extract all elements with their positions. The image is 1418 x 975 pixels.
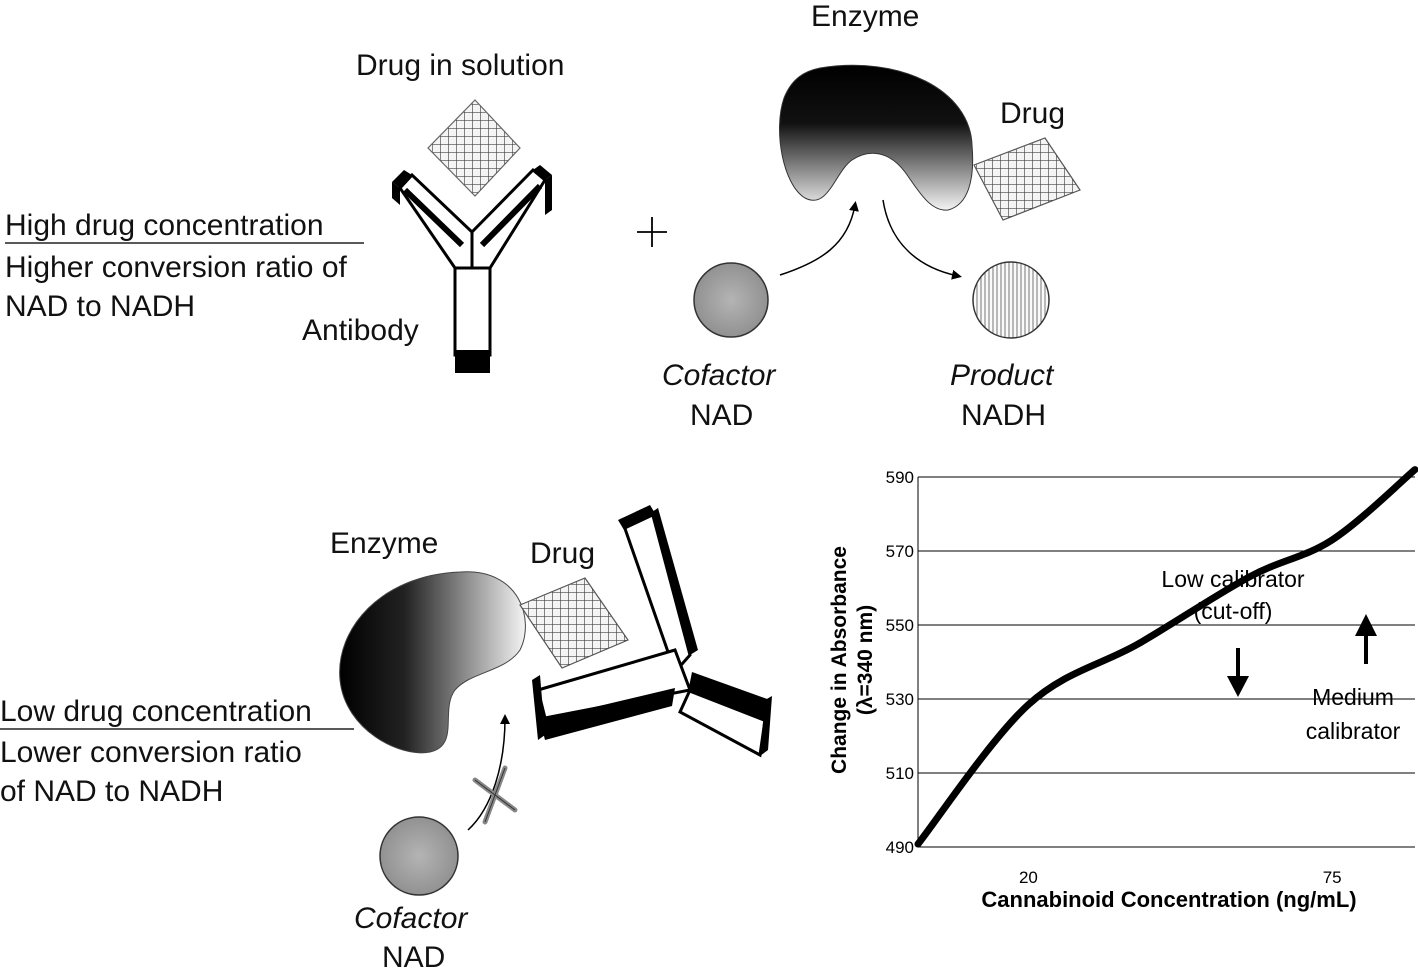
enzyme-label-bottom: Enzyme bbox=[330, 527, 439, 560]
arrow-enzyme-to-product bbox=[882, 199, 962, 280]
y-tick-label: 570 bbox=[886, 542, 914, 561]
drug-in-solution-label: Drug in solution bbox=[356, 49, 565, 82]
arrow-cofactor-to-enzyme bbox=[779, 201, 859, 276]
blocked-cross-icon bbox=[472, 765, 518, 825]
high-drug-line2: NAD to NADH bbox=[5, 290, 196, 323]
nad-label-bottom: NAD bbox=[382, 941, 446, 974]
y-tick-label: 530 bbox=[886, 690, 914, 709]
antibody-label: Antibody bbox=[302, 314, 419, 347]
x-tick-label: 75 bbox=[1323, 868, 1342, 887]
product-nadh-circle bbox=[972, 261, 1050, 339]
antibody-bottom bbox=[532, 505, 772, 758]
medium-calibrator-label: Medium bbox=[1312, 684, 1394, 710]
low-drug-heading: Low drug concentration bbox=[0, 695, 312, 728]
y-tick-label: 590 bbox=[886, 468, 914, 487]
antibody-top bbox=[392, 165, 552, 373]
drug-diamond-bottom bbox=[519, 577, 629, 669]
low-calibrator-label: Low calibrator bbox=[1161, 566, 1305, 592]
chart-y-axis-label: Change in Absorbance bbox=[828, 546, 851, 774]
medium-calibrator-sublabel: calibrator bbox=[1306, 718, 1401, 744]
y-tick-label: 490 bbox=[886, 838, 914, 857]
product-label: Product bbox=[950, 359, 1054, 392]
drug-label-bottom: Drug bbox=[530, 537, 596, 570]
high-drug-line1: Higher conversion ratio of bbox=[5, 251, 347, 284]
cofactor-label-top: Cofactor bbox=[662, 359, 776, 392]
cofactor-label-bottom: Cofactor bbox=[354, 902, 468, 935]
nadh-label: NADH bbox=[961, 399, 1047, 432]
enzyme-label-top: Enzyme bbox=[811, 0, 920, 33]
plus-sign bbox=[637, 217, 667, 247]
nad-label-top: NAD bbox=[690, 399, 754, 432]
y-tick-label: 510 bbox=[886, 764, 914, 783]
high-drug-heading: High drug concentration bbox=[5, 209, 324, 242]
drug-in-solution-diamond bbox=[427, 99, 521, 197]
enzyme-bottom bbox=[339, 571, 526, 754]
chart-x-axis-label: Cannabinoid Concentration (ng/mL) bbox=[981, 887, 1356, 912]
calibration-curve bbox=[914, 466, 1418, 848]
x-tick-label: 20 bbox=[1019, 868, 1038, 887]
chart-y-axis-sublabel: (λ=340 nm) bbox=[854, 605, 877, 715]
arrow-low-calibrator bbox=[1227, 648, 1249, 697]
low-drug-line2: of NAD to NADH bbox=[0, 775, 224, 808]
low-drug-line1: Lower conversion ratio bbox=[0, 736, 302, 769]
enzyme-top bbox=[779, 64, 974, 211]
low-calibrator-sublabel: (cut-off) bbox=[1194, 598, 1273, 624]
chart-y-tick-labels: 490 510 530 550 570 590 bbox=[886, 468, 914, 857]
y-tick-label: 550 bbox=[886, 616, 914, 635]
arrow-cofactor-blocked bbox=[467, 714, 510, 831]
drug-diamond-top bbox=[973, 137, 1081, 221]
drug-label-top: Drug bbox=[1000, 97, 1066, 130]
cofactor-nad-circle-top bbox=[693, 262, 769, 338]
arrow-medium-calibrator bbox=[1355, 614, 1377, 664]
cofactor-nad-circle-bottom bbox=[379, 816, 459, 896]
